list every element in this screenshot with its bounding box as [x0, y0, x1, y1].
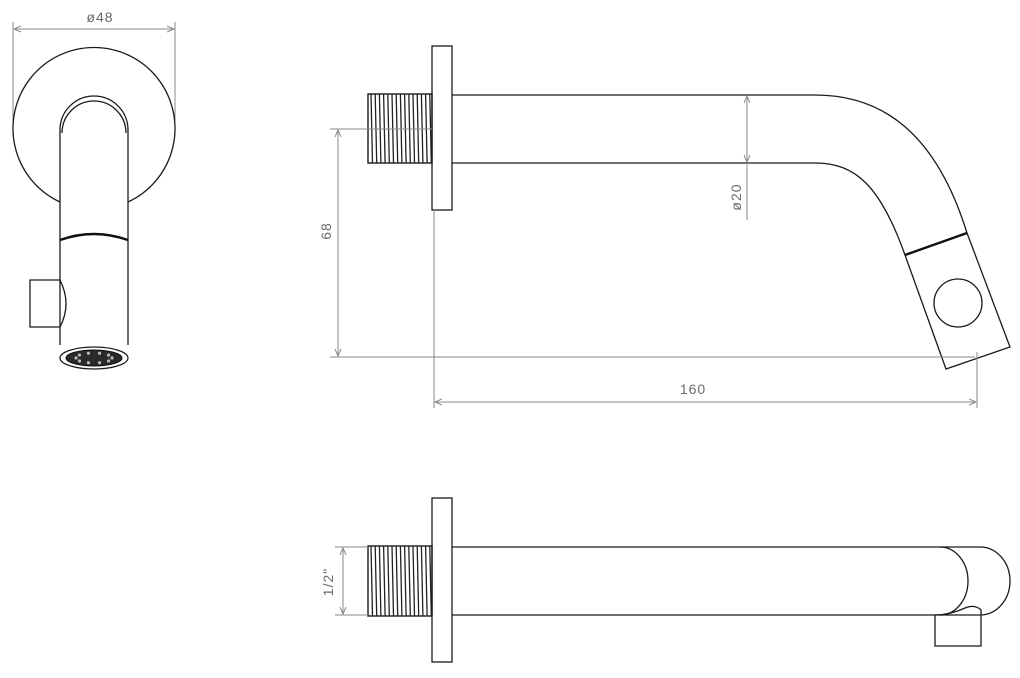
thread-ridge — [370, 545, 374, 617]
height-68-label: 68 — [318, 222, 334, 240]
tube-bend-inner — [61, 100, 127, 134]
collar-line — [904, 231, 968, 257]
bend-edge — [939, 546, 969, 616]
thread-ridge — [420, 545, 424, 617]
wall-flange — [431, 497, 453, 663]
aerator-hole — [97, 351, 102, 355]
thread-ridge — [395, 545, 399, 617]
thread-size-label: 1/2" — [320, 568, 336, 596]
diameter-48-label: ø48 — [86, 9, 113, 25]
aerator-hole — [77, 359, 82, 363]
aerator-hole — [86, 351, 91, 355]
thread-ridge — [387, 545, 390, 617]
spout-body — [452, 546, 1011, 616]
side-view: 68 ø20 160 — [318, 45, 1011, 408]
thread-connector — [367, 545, 433, 617]
aerator-outer — [59, 346, 129, 370]
thread-ridge — [416, 545, 420, 617]
thread-ridge — [412, 545, 416, 617]
thread-ridge — [403, 545, 407, 617]
side-nub — [29, 279, 67, 328]
thread-ridge — [408, 545, 411, 617]
wall-flange-circle — [12, 46, 176, 203]
wall-flange — [431, 45, 453, 211]
aerator-hole — [106, 353, 111, 357]
outlet-nub — [934, 605, 982, 647]
outlet-circle — [933, 278, 983, 328]
aerator-hole — [77, 353, 82, 357]
thread-ridge — [382, 545, 386, 617]
aerator-hole — [106, 359, 111, 363]
thread-ridge — [424, 545, 428, 617]
diameter-20-label: ø20 — [728, 183, 744, 210]
thread-ridge — [399, 545, 403, 617]
thread-ridge — [429, 545, 432, 617]
thread-ridge — [391, 545, 395, 617]
aerator-hole — [86, 361, 91, 365]
aerator-hole — [74, 356, 78, 360]
collar-line — [59, 232, 129, 242]
thread-ridge — [378, 545, 382, 617]
aerator — [65, 349, 123, 367]
thread-ridge — [374, 545, 378, 617]
top-view: 1/2" — [320, 497, 1011, 663]
front-view: ø48 — [12, 9, 176, 370]
aerator-hole — [110, 356, 114, 360]
spout-tube — [59, 95, 129, 345]
aerator-hole — [97, 361, 102, 365]
spout-body — [452, 94, 1011, 370]
projection-160-label: 160 — [680, 381, 706, 397]
